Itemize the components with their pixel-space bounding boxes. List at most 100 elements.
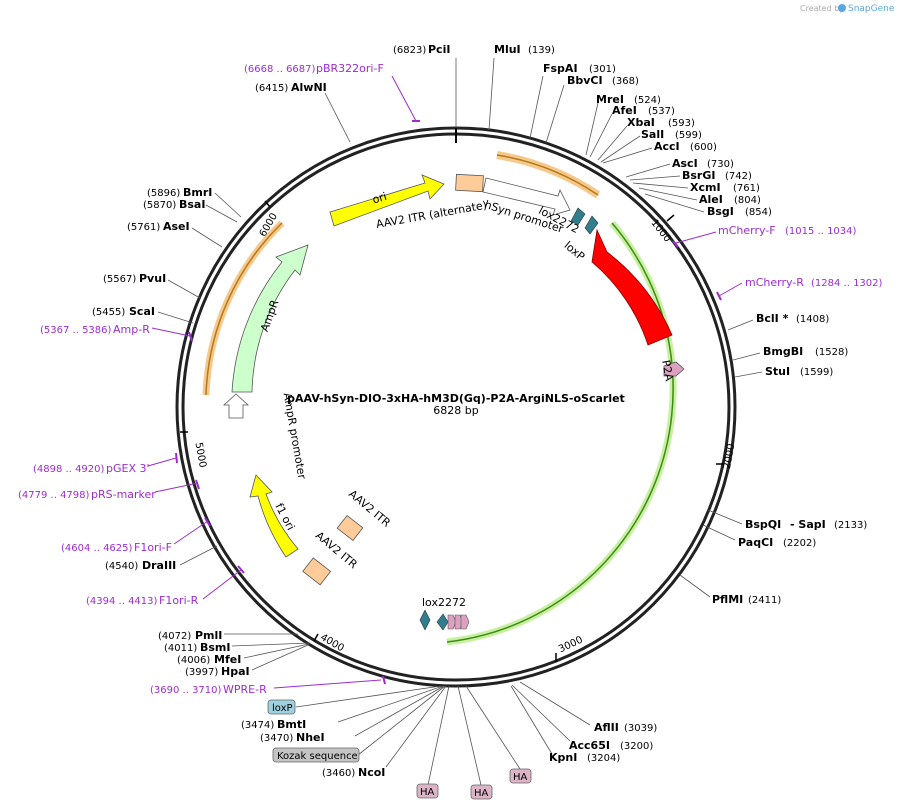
site-bmgbi[interactable]: BmgBI (1528) <box>732 345 848 361</box>
tag-kozak[interactable]: Kozak sequence <box>272 685 446 763</box>
primer-prs-marker-name: pRS-marker <box>91 488 156 501</box>
cds-highlight-line <box>446 222 674 643</box>
primer-mcherry-r[interactable]: mCherry-R (1284 .. 1302) <box>716 276 883 301</box>
site-bbvci-leader <box>545 84 565 144</box>
ori-label: ori <box>371 190 388 207</box>
site-asei-leader <box>191 227 223 248</box>
site-bspqi-name: BspQI <box>745 518 781 531</box>
site-pcii-name: PciI <box>428 43 450 56</box>
primer-mcherry-f-name: mCherry-F <box>718 224 776 237</box>
site-asei[interactable]: (5761) AseI <box>127 220 223 248</box>
f1-ori-arrow <box>249 474 299 558</box>
primer-pgex3[interactable]: (4898 .. 4920) pGEX 3' <box>33 452 178 475</box>
site-acc65i-name: Acc65I <box>569 739 610 752</box>
site-kpni[interactable]: KpnI (3204) <box>510 685 620 764</box>
primer-pbr322ori-f-name: pBR322ori-F <box>316 62 384 75</box>
site-fspai-pos: (301) <box>589 64 616 75</box>
tag-ha-1[interactable]: HA <box>416 685 450 799</box>
aav2-itr-2-box <box>302 557 332 586</box>
site-bbvci-pos: (368) <box>612 76 639 87</box>
site-bcli[interactable]: BclI * (1408) <box>727 312 829 331</box>
site-aflii[interactable]: AflII (3039) <box>519 681 657 734</box>
site-alei[interactable]: AleI (804) <box>638 187 761 206</box>
tag-ha-3[interactable]: HA <box>465 685 532 784</box>
primer-f1ori-f-leader <box>173 520 209 545</box>
aav2-itr-alt-box <box>455 173 484 193</box>
site-stui-name: StuI <box>765 365 790 378</box>
tag-ha-3-label: HA <box>513 772 528 783</box>
site-hpai[interactable]: (3997) HpaI <box>185 644 309 678</box>
tag-kozak-label: Kozak sequence <box>277 751 358 762</box>
site-bsai[interactable]: (5870) BsaI <box>143 198 238 223</box>
site-nhei-pos: (3470) <box>260 733 293 744</box>
site-nhei[interactable]: (3470) NheI <box>260 685 445 744</box>
ori-highlight-line <box>496 154 599 196</box>
site-bsrgi[interactable]: BsrGI (742) <box>629 169 752 182</box>
site-afei-leader <box>589 113 613 158</box>
primer-mcherry-f[interactable]: mCherry-F (1015 .. 1034) <box>672 224 857 248</box>
site-fspai[interactable]: FspAI (301) <box>529 62 616 139</box>
tick-label-1000: 1000 <box>648 218 672 245</box>
tick-mark-1000 <box>666 214 675 222</box>
site-pmli[interactable]: (4072) PmlI <box>158 629 298 642</box>
primer-f1ori-f[interactable]: (4604 .. 4625) F1ori-F <box>61 517 211 554</box>
site-bmti[interactable]: (3474) BmtI <box>241 685 444 731</box>
site-xbai[interactable]: XbaI (593) <box>597 116 695 161</box>
site-bsrgi-pos: (742) <box>725 171 752 182</box>
site-acci-pos: (600) <box>690 142 717 153</box>
site-afei-name: AfeI <box>612 104 637 117</box>
tag-loxp[interactable]: loxP <box>267 685 442 715</box>
site-pcii[interactable]: (6823) PciI <box>393 43 457 128</box>
primer-mcherry-r-mark <box>716 291 722 301</box>
mscarlet-arrow <box>591 228 673 346</box>
tag-loxp-box <box>267 699 296 715</box>
primer-pbr322ori-f[interactable]: (6668 .. 6687) pBR322ori-F <box>244 62 420 122</box>
site-bmri[interactable]: (5896) BmrI <box>147 186 242 218</box>
site-mfei[interactable]: (4006) MfeI <box>177 643 310 666</box>
site-asci[interactable]: AscI (730) <box>625 157 734 178</box>
site-sapi-name: - SapI <box>790 518 826 531</box>
site-pflmi[interactable]: PflMI (2411) <box>679 574 781 606</box>
site-sali[interactable]: SalI (599) <box>600 128 702 163</box>
aav2-itr-1-box <box>336 514 364 542</box>
tag-ha-2[interactable]: HA <box>457 685 493 800</box>
site-bmgbi-leader <box>732 352 761 361</box>
site-paqci[interactable]: PaqCI (2202) <box>702 524 816 549</box>
primer-wpre-r[interactable]: (3690 .. 3710) WPRE-R <box>150 675 386 696</box>
site-asci-leader <box>625 163 671 178</box>
site-afei[interactable]: AfeI (537) <box>589 104 675 158</box>
site-bbvci[interactable]: BbvCI (368) <box>545 74 639 144</box>
tag-ha-2-box <box>470 784 493 800</box>
site-draiii[interactable]: (4540) DraIII <box>105 545 218 572</box>
primer-f1ori-r[interactable]: (4394 .. 4413) F1ori-R <box>86 565 245 607</box>
primer-amp-r-leader <box>151 327 191 337</box>
site-bsmi[interactable]: (4011) BsmI <box>164 641 311 654</box>
site-pvui-pos: (5567) <box>103 274 136 285</box>
site-asei-pos: (5761) <box>127 222 160 233</box>
site-acc65i[interactable]: Acc65I (3200) <box>511 684 653 752</box>
site-alwni[interactable]: (6415) AlwNI <box>255 81 351 143</box>
primer-pgex3-range: (4898 .. 4920) <box>33 464 105 475</box>
site-scai[interactable]: (5455) ScaI <box>92 305 194 324</box>
site-alwni-pos: (6415) <box>255 83 288 94</box>
site-bmti-pos: (3474) <box>241 720 274 731</box>
primer-pgex3-leader <box>147 457 177 467</box>
site-sali-name: SalI <box>641 128 664 141</box>
site-mlui[interactable]: MluI (139) <box>488 43 555 131</box>
primer-prs-marker[interactable]: (4779 .. 4798) pRS-marker <box>18 479 200 501</box>
site-bmti-leader <box>337 685 444 723</box>
site-mrei[interactable]: MreI (524) <box>585 93 661 156</box>
ampr-highlight-line <box>205 222 283 396</box>
site-bsgi[interactable]: BsgI (854) <box>644 193 772 218</box>
site-xcmi[interactable]: XcmI (761) <box>632 181 760 194</box>
primer-amp-r[interactable]: (5367 .. 5386) Amp-R <box>40 323 193 342</box>
primer-amp-r-range: (5367 .. 5386) <box>40 325 112 336</box>
primer-pgex3-name: pGEX 3' <box>106 462 150 475</box>
site-pvui[interactable]: (5567) PvuI <box>103 272 201 299</box>
site-acci[interactable]: AccI (600) <box>602 140 717 164</box>
site-bspqi-sapi[interactable]: BspQI - SapI (2133) <box>707 509 867 531</box>
site-ncoi[interactable]: (3460) NcoI <box>322 685 447 779</box>
site-xbai-name: XbaI <box>627 116 655 129</box>
site-stui[interactable]: StuI (1599) <box>734 365 833 378</box>
site-mrei-name: MreI <box>596 93 624 106</box>
